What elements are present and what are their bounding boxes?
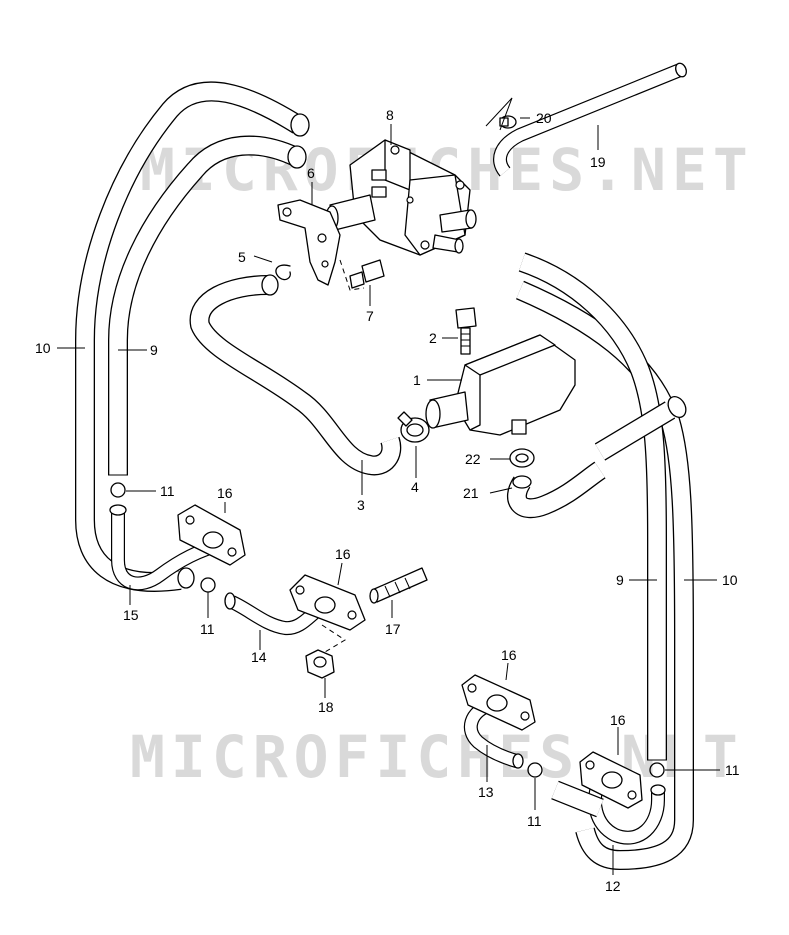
callout-14: 14 xyxy=(251,649,267,665)
callout-5: 5 xyxy=(238,249,246,265)
nut-18 xyxy=(305,649,335,679)
callout-18: 18 xyxy=(318,699,334,715)
callout-15: 15 xyxy=(123,607,139,623)
ring-11-c xyxy=(527,762,543,778)
hose-9-left xyxy=(108,135,307,476)
clamp-4 xyxy=(397,411,430,443)
callout-20: 20 xyxy=(536,110,552,126)
flange-16-middle xyxy=(289,574,366,631)
callout-16-left: 16 xyxy=(217,485,233,501)
callout-16-middle: 16 xyxy=(335,546,351,562)
ring-11-a xyxy=(110,482,126,498)
hose-10-left xyxy=(75,81,310,592)
dashline-14 xyxy=(321,624,346,653)
pipe-stub xyxy=(594,396,687,461)
callout-22: 22 xyxy=(465,451,481,467)
clip-22 xyxy=(509,448,535,468)
callout-4: 4 xyxy=(411,479,419,495)
callout-11-a: 11 xyxy=(160,483,175,499)
callout-21: 21 xyxy=(463,485,479,501)
callout-7: 7 xyxy=(366,308,374,324)
hose-21 xyxy=(507,461,606,519)
callout-2: 2 xyxy=(429,330,437,346)
clip-5 xyxy=(275,264,291,281)
callout-1: 1 xyxy=(413,372,421,388)
callout-labels: 1 2 3 4 5 6 7 8 9 9 10 10 11 11 11 11 12… xyxy=(35,107,740,894)
callout-6: 6 xyxy=(307,165,315,181)
callout-13: 13 xyxy=(478,784,494,800)
ring-11-d xyxy=(649,762,665,778)
callout-11-c: 11 xyxy=(527,813,542,829)
callout-17: 17 xyxy=(385,621,401,637)
callout-10-right: 10 xyxy=(722,572,738,588)
callout-11-b: 11 xyxy=(200,621,215,637)
bolt-2 xyxy=(455,307,477,355)
flange-16-right xyxy=(579,751,643,809)
pipe-13 xyxy=(463,698,524,769)
flange-16-left xyxy=(177,504,246,566)
pipe-12 xyxy=(551,776,666,845)
valve-8 xyxy=(325,139,477,256)
hose-3 xyxy=(189,274,402,476)
hose-19 xyxy=(493,62,687,177)
callout-19: 19 xyxy=(590,154,606,170)
clip-20 xyxy=(499,115,517,129)
leader-lines xyxy=(57,97,720,875)
canister-1 xyxy=(425,334,576,436)
bolt-7 xyxy=(349,259,385,289)
callout-10-left: 10 xyxy=(35,340,51,356)
callout-12: 12 xyxy=(605,878,621,894)
callout-3: 3 xyxy=(357,497,365,513)
flange-16-lower xyxy=(461,674,536,731)
ring-11-b xyxy=(200,577,216,593)
stud-17 xyxy=(369,567,428,604)
callout-9-left: 9 xyxy=(150,342,158,358)
callout-16-right: 16 xyxy=(610,712,626,728)
bracket-6 xyxy=(277,199,341,286)
callout-16-lower: 16 xyxy=(501,647,517,663)
hose-9-right xyxy=(518,252,667,761)
callout-8: 8 xyxy=(386,107,394,123)
callout-9-right: 9 xyxy=(616,572,624,588)
callout-11-d: 11 xyxy=(725,762,740,778)
